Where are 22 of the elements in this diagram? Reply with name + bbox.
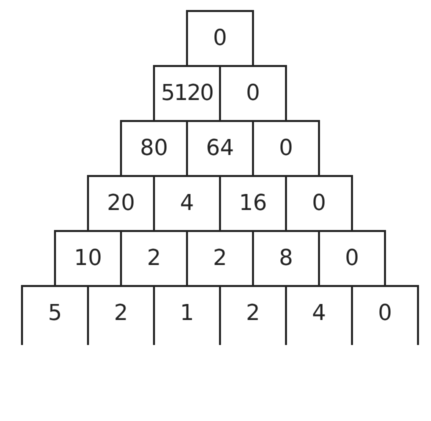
- number-text: 16: [239, 191, 267, 216]
- number-text: 0: [213, 26, 227, 51]
- number-text: 8: [279, 246, 293, 271]
- number-text: 80: [140, 136, 168, 161]
- number-text: 64: [206, 136, 234, 161]
- number-text: 0: [312, 191, 326, 216]
- number-text: 2: [147, 246, 161, 271]
- number-text: 2: [246, 301, 260, 326]
- number-text: 2: [213, 246, 227, 271]
- number-text: 10: [74, 246, 102, 271]
- number-text: 2: [114, 301, 128, 326]
- number-text: 0: [378, 301, 392, 326]
- number-box: [186, 10, 254, 67]
- number-text: 0: [345, 246, 359, 271]
- number-text: 20: [107, 191, 135, 216]
- number-text: 1: [180, 301, 194, 326]
- number-text: 4: [312, 301, 326, 326]
- number-text: 5120: [161, 81, 213, 106]
- number-text: 0: [279, 136, 293, 161]
- number-text: 0: [246, 81, 260, 106]
- number-text: 4: [180, 191, 194, 216]
- number-text: 5: [48, 301, 62, 326]
